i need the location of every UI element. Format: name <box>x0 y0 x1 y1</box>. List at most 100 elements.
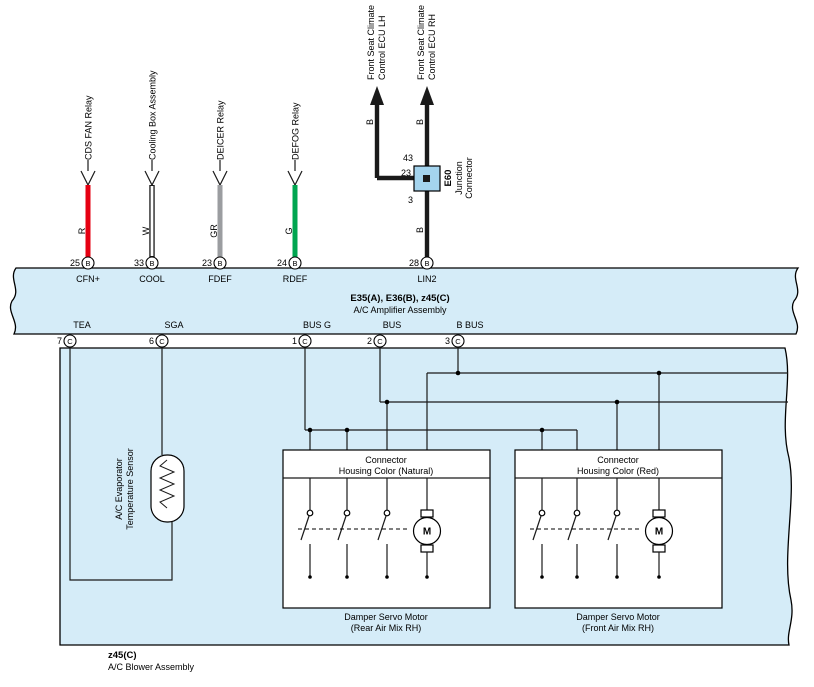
wire-color-code: W <box>141 226 151 235</box>
blower-label: A/C Blower Assembly <box>108 662 195 672</box>
servo-motor: M <box>412 478 442 579</box>
pin-number: 28 <box>409 258 419 268</box>
amplifier-bottom-pins: TEA 7 C SGA 6 C BUS G 1 C BUS 2 C B BUS … <box>57 320 484 348</box>
junction-dot <box>455 370 461 376</box>
terminal-label: BUS G <box>303 320 331 330</box>
ecu-rh-label-line1: Front Seat Climate <box>416 5 426 80</box>
wire-color-code: G <box>284 227 294 234</box>
junction-dot <box>539 427 545 433</box>
wire-color-code: R <box>77 227 87 234</box>
pin-number: 25 <box>70 258 80 268</box>
damper-servo-rear-air-mix: Connector Housing Color (Natural) M <box>282 449 491 633</box>
pin-number: 33 <box>134 258 144 268</box>
blower-wiring <box>69 334 788 581</box>
damper-servo-front-air-mix: Connector Housing Color (Red) M Damp <box>514 449 723 633</box>
component-label: DEFOG Relay <box>291 102 301 160</box>
servo-switch <box>300 478 314 579</box>
arrow-down-icon <box>287 170 303 187</box>
servo-switch <box>377 478 391 579</box>
pin-circle <box>451 334 465 348</box>
servo-switch <box>607 478 621 579</box>
pin-number: 6 <box>149 336 154 346</box>
ecu-lh-label-line1: Front Seat Climate <box>366 5 376 80</box>
ecu-rh-label-line2: Control ECU RH <box>427 14 437 80</box>
pin-letter: B <box>424 259 429 268</box>
motor-brush-icon <box>420 509 434 518</box>
component-label: CDS FAN Relay <box>84 95 94 160</box>
junction-dot <box>656 370 662 376</box>
pin-number: 23 <box>202 258 212 268</box>
sensor-body <box>150 454 185 523</box>
terminal-label: TEA <box>73 320 91 330</box>
terminal-label: FDEF <box>208 274 232 284</box>
wire-color-code: B <box>415 227 425 233</box>
servo-switch <box>567 478 581 579</box>
amplifier-name: E35(A), E36(B), z45(C) <box>350 293 449 304</box>
wire-color-code: B <box>415 119 425 125</box>
terminal-label: RDEF <box>283 274 308 284</box>
servo-switch <box>337 478 351 579</box>
pin-letter: B <box>217 259 222 268</box>
ac-amplifier-labels: E35(A), E36(B), z45(C) A/C Amplifier Ass… <box>350 293 449 315</box>
pin-number: 1 <box>292 336 297 346</box>
pin-number: 7 <box>57 336 62 346</box>
pin-circle <box>145 256 159 270</box>
servo-caption-line1: Damper Servo Motor <box>344 612 428 622</box>
component-cds-fan-relay: CDS FAN Relay R 25 B CFN+ <box>70 95 100 284</box>
pin-circle <box>63 334 77 348</box>
motor-label: M <box>423 527 431 538</box>
junction-contact-icon <box>423 175 430 182</box>
pin-letter: C <box>159 337 165 346</box>
pin-circle <box>288 256 302 270</box>
junction-dot <box>384 399 390 405</box>
component-cooling-box-assembly: Cooling Box Assembly W 33 B COOL <box>134 70 165 284</box>
pin-circle <box>373 334 387 348</box>
servo-box <box>514 449 723 609</box>
junction-label-line1: Junction <box>454 161 464 195</box>
junction-dot <box>344 427 350 433</box>
servo-caption-line1: Damper Servo Motor <box>576 612 660 622</box>
motor-brush-icon <box>652 544 666 553</box>
terminal-label: CFN+ <box>76 274 100 284</box>
component-label: DEICER Relay <box>216 100 226 160</box>
servo-caption-line2: (Front Air Mix RH) <box>582 623 654 633</box>
component-defog-relay: DEFOG Relay G 24 B RDEF <box>277 102 308 284</box>
wire-color-code: GR <box>209 224 219 238</box>
servo-header-line1: Connector <box>365 455 407 465</box>
amplifier-label: A/C Amplifier Assembly <box>353 305 447 315</box>
servo-header-line1: Connector <box>597 455 639 465</box>
pin-circle <box>155 334 169 348</box>
pin-letter: B <box>292 259 297 268</box>
junction-pin-bottom: 3 <box>408 195 413 205</box>
junction-pin-left: 23 <box>401 168 411 178</box>
junction-pin-top: 43 <box>403 153 413 163</box>
pin-letter: C <box>302 337 308 346</box>
resistor-zigzag-icon <box>158 459 176 509</box>
junction-name: E60 <box>443 170 454 187</box>
wire-color-code: B <box>365 119 375 125</box>
junction-dot <box>307 427 313 433</box>
pin-letter: B <box>85 259 90 268</box>
component-deicer-relay: DEICER Relay GR 23 B FDEF <box>202 100 232 284</box>
terminal-label: LIN2 <box>417 274 436 284</box>
pin-letter: B <box>149 259 154 268</box>
motor-label: M <box>655 527 663 538</box>
servo-caption-line2: (Rear Air Mix RH) <box>351 623 422 633</box>
component-label: Cooling Box Assembly <box>148 70 158 160</box>
arrow-down-icon <box>144 170 160 187</box>
pin-circle <box>298 334 312 348</box>
junction-dot <box>614 399 620 405</box>
terminal-label: SGA <box>164 320 183 330</box>
servo-header-line2: Housing Color (Red) <box>577 466 659 476</box>
servo-switch <box>532 478 546 579</box>
servo-header-line2: Housing Color (Natural) <box>339 466 434 476</box>
pin-circle <box>213 256 227 270</box>
pin-circle <box>420 256 434 270</box>
pin-letter: C <box>67 337 73 346</box>
junction-label-line2: Connector <box>464 157 474 199</box>
pin-number: 24 <box>277 258 287 268</box>
pin-number: 2 <box>367 336 372 346</box>
pin-letter: C <box>455 337 461 346</box>
